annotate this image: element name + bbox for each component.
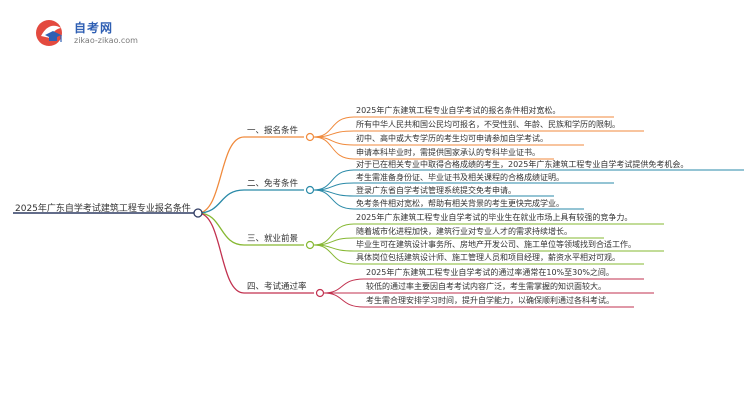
branch-exemption-title: 二、免考条件: [247, 179, 299, 189]
leaf-exemption-2: 考生需准备身份证、毕业证书及相关课程的合格成绩证明。: [356, 173, 564, 182]
site-logo[interactable]: 自考网 zikao-zikao.com: [34, 16, 144, 50]
branch-node-exemption: [305, 185, 315, 195]
leaf-registration-4: 申请本科毕业时，需提供国家承认的专科毕业证书。: [356, 148, 540, 157]
leaf-employment-4: 具体岗位包括建筑设计师、施工管理人员和项目经理，薪资水平相对可观。: [356, 253, 620, 262]
mindmap-edges: [13, 116, 744, 308]
leaf-exemption-4: 免考条件相对宽松，帮助有相关背景的考生更快完成学业。: [356, 199, 564, 208]
branch-passrate-title: 四、考试通过率: [247, 282, 307, 292]
edge-employment-leaf-1: [313, 223, 355, 246]
graduation-cap-icon: [36, 20, 62, 46]
leaf-passrate-1: 2025年广东建筑工程专业自学考试的通过率通常在10%至30%之间。: [366, 268, 614, 277]
branch-node-registration: [305, 132, 315, 142]
leaf-exemption-3: 登录广东省自学考试管理系统提交免考申请。: [356, 186, 516, 195]
leaf-passrate-2: 较低的通过率主要因自考考试内容广泛，考生需掌握的知识面较大。: [366, 282, 606, 291]
edge-root-registration: [197, 136, 245, 214]
branch-node-employment: [305, 240, 315, 250]
leaf-registration-3: 初中、高中或大专学历的考生均可申请参加自学考试。: [356, 134, 548, 143]
edge-registration-leaf-4: [313, 136, 355, 160]
leaf-passrate-3: 考生需合理安排学习时间，提升自学能力，以确保顺利通过各科考试。: [366, 296, 614, 305]
root-topic: 2025年广东自学考试建筑工程专业报名条件: [15, 204, 191, 214]
root-node: [193, 208, 203, 218]
branch-employment-title: 三、就业前景: [247, 234, 299, 244]
leaf-registration-2: 所有中华人民共和国公民均可报名，不受性别、年龄、民族和学历的限制。: [356, 120, 620, 129]
leaf-exemption-1: 对于已在相关专业中取得合格成绩的考生，2025年广东建筑工程专业自学考试提供免考…: [356, 160, 689, 169]
edge-exemption-leaf-4: [313, 189, 355, 210]
branch-registration-title: 一、报名条件: [247, 126, 299, 136]
logo-title: 自考网: [74, 21, 114, 35]
branch-node-passrate: [315, 288, 325, 298]
logo-subtitle: zikao-zikao.com: [74, 36, 138, 45]
edge-root-passrate: [197, 212, 245, 294]
edge-passrate-leaf-1: [323, 278, 365, 294]
edge-root-employment: [197, 212, 245, 246]
leaf-employment-2: 随着城市化进程加快，建筑行业对专业人才的需求持续增长。: [356, 227, 572, 236]
leaf-employment-3: 毕业生可在建筑设计事务所、房地产开发公司、施工单位等领域找到合适工作。: [356, 240, 636, 249]
leaf-registration-1: 2025年广东建筑工程专业自学考试的报名条件相对宽松。: [356, 106, 561, 115]
leaf-employment-1: 2025年广东建筑工程专业自学考试的毕业生在就业市场上具有较强的竞争力。: [356, 213, 633, 222]
edge-passrate-leaf-3: [323, 292, 365, 308]
edge-employment-leaf-4: [313, 244, 355, 265]
edge-root-exemption: [197, 189, 245, 214]
edge-exemption-leaf-1: [313, 169, 355, 191]
